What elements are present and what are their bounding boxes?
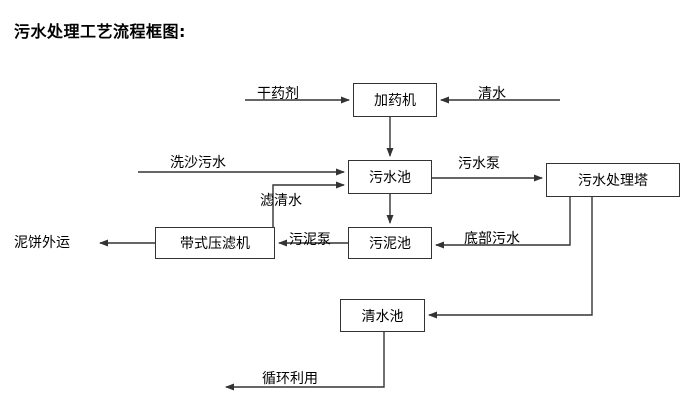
node-label: 加药机 — [374, 93, 416, 109]
node-label: 带式压滤机 — [180, 236, 250, 252]
node-belt-filter-press[interactable]: 带式压滤机 — [155, 227, 275, 259]
node-dosing-machine[interactable]: 加药机 — [353, 83, 437, 117]
node-sewage-pool[interactable]: 污水池 — [348, 160, 432, 194]
edge-label-filtered-water: 滤清水 — [260, 193, 302, 209]
io-label-dry-agent: 干药剂 — [257, 86, 299, 102]
edge-clear-water-pool-to-recycle — [225, 332, 385, 391]
io-label-mud-cake-out: 泥饼外运 — [14, 235, 70, 251]
node-label: 污水池 — [369, 170, 411, 186]
io-label-sand-wash-sewage: 洗沙污水 — [170, 155, 226, 171]
node-treatment-tower[interactable]: 污水处理塔 — [546, 163, 680, 197]
node-clear-water-pool[interactable]: 清水池 — [340, 299, 425, 332]
edge-label-sludge-pump: 污泥泵 — [289, 232, 331, 248]
node-label: 污泥池 — [369, 236, 411, 252]
edge-filtered-water-to-sewage-pool — [272, 181, 345, 227]
edge-label-sewage-pump: 污水泵 — [458, 156, 500, 172]
node-label: 清水池 — [361, 308, 404, 325]
edge-label-bottom-sewage: 底部污水 — [464, 231, 520, 247]
edge-tower-to-clear-water-pool — [428, 197, 593, 319]
node-label: 污水处理塔 — [578, 173, 648, 189]
edge-label-recycle-use: 循环利用 — [262, 371, 318, 387]
io-label-clean-water-in: 清水 — [478, 86, 506, 102]
edge-bottom-sewage-to-sludge-pool — [435, 197, 571, 249]
page-title: 污水处理工艺流程框图: — [14, 22, 186, 41]
node-sludge-pool[interactable]: 污泥池 — [348, 227, 432, 259]
